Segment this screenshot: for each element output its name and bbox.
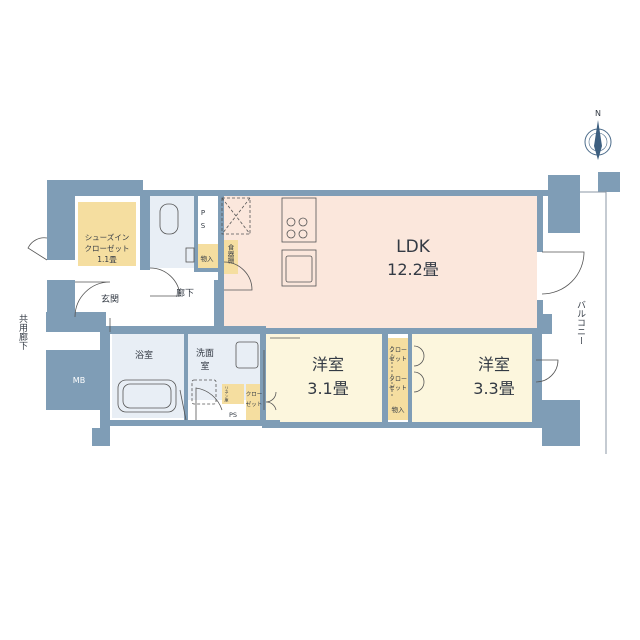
walls [46, 172, 620, 446]
closet-b-area [388, 368, 408, 398]
storage-right-area [388, 398, 408, 420]
ldk-size: 12.2畳 [387, 260, 439, 279]
ps-top-area [196, 200, 210, 236]
shoe-closet-area [78, 202, 136, 266]
shoe-closet-name-2: クローゼット [85, 243, 130, 253]
closet-a-label-2: ゼット [389, 355, 407, 363]
ps-top-label-p: P [201, 209, 205, 217]
closet-small-area [246, 384, 262, 420]
storage-top-label: 物入 [201, 254, 215, 263]
storage-top-area [196, 244, 218, 270]
ps-bottom-label: PS [229, 411, 237, 419]
western-room-2-name: 洋室 [478, 355, 510, 374]
western-room-1-area [264, 334, 382, 422]
compass-north-label: N [595, 109, 601, 118]
closet-small-label-1: クロー [246, 391, 263, 398]
common-corridor-label: 共用廊下 [17, 314, 28, 351]
washroom-label-2: 室 [200, 360, 209, 372]
washbasin [235, 341, 259, 369]
mb-label: MB [73, 376, 85, 385]
bathtub [117, 379, 177, 413]
linen-label: リネン庫 [225, 386, 230, 403]
western-room-2-size: 3.3畳 [473, 379, 514, 398]
kitchen-counter [281, 197, 317, 243]
closet-b-label-1: クロー [389, 376, 407, 383]
linen-area [222, 384, 244, 404]
western-room-2-area [410, 334, 532, 422]
shoe-closet-name-1: シューズイン [85, 232, 130, 242]
toilet-area [150, 196, 194, 268]
pantry-label: 食器棚 [226, 243, 234, 265]
washer [191, 379, 217, 405]
fridge-space [221, 197, 251, 235]
compass-icon [584, 120, 612, 160]
closet-a-area [388, 338, 408, 368]
closet-a-label-1: クロー [389, 347, 407, 354]
western-room-1-name: 洋室 [312, 355, 344, 374]
pantry-area [222, 240, 238, 274]
bath-area [112, 334, 184, 418]
ldk-name: LDK [396, 237, 431, 257]
washroom-label-1: 洗面 [196, 347, 214, 359]
western-room-1-size: 3.1畳 [307, 379, 348, 398]
shoe-closet-size: 1.1畳 [97, 255, 117, 264]
storage-right-label: 物入 [392, 405, 406, 414]
entrance-label: 玄関 [101, 293, 119, 305]
corridor-label: 廊下 [176, 287, 194, 299]
toilet [159, 203, 179, 235]
ldk-area [224, 194, 537, 328]
kitchen-sink [285, 255, 313, 283]
closet-b-label-2: ゼット [389, 384, 407, 392]
balcony-label: バルコニー [575, 300, 586, 345]
fixtures [117, 197, 393, 413]
bath-label: 浴室 [135, 349, 153, 361]
ps-top-label-s: S [201, 222, 206, 230]
closet-small-label-2: ゼット [246, 400, 263, 408]
doors [27, 237, 585, 421]
